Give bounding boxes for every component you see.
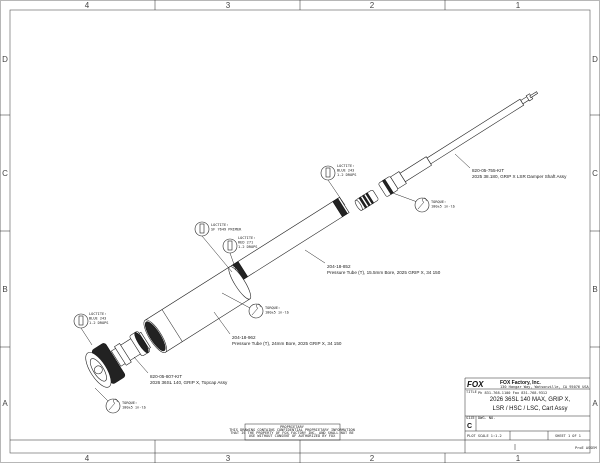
callout-tube-large-desc: Pressure Tube (T), 24mm Bore, 2025 GRIP … — [232, 341, 342, 346]
plot-scale: PLOT SCALE 1:1.2 — [467, 434, 502, 438]
drawing-title-line2: LSR / HSC / LSC, Cart Assy — [492, 406, 567, 412]
loctite-primer-note: LOCTITE:SF 7649 PRIMER — [194, 221, 242, 237]
zone-col-label: 2 — [370, 1, 375, 10]
zone-col-label: 4 — [85, 454, 90, 463]
title-block: FOX FOX Factory, Inc. 130 Hangar Way, Wa… — [10, 377, 597, 453]
size-label: SIZE — [466, 416, 475, 420]
svg-text:TORQUE:100±5 in-lb: TORQUE:100±5 in-lb — [431, 200, 455, 209]
callout-tube-small-desc: Pressure Tube (T), 15.5mm Bore, 2025 GRI… — [327, 270, 441, 275]
topcap-assy — [85, 331, 151, 388]
leader-lines — [80, 153, 471, 404]
callout-topcap-pn: 820-05-807-KIT — [150, 374, 182, 379]
wrench-icon — [105, 398, 121, 414]
svg-text:PROPRIETARY: PROPRIETARY — [280, 425, 305, 429]
zone-col-label: 2 — [370, 454, 375, 463]
pressure-tube-24mm — [143, 266, 252, 353]
damper-shaft-assy — [378, 91, 539, 197]
svg-text:LOCTITE:SF 7649 PRIMER: LOCTITE:SF 7649 PRIMER — [211, 223, 242, 232]
dwg-no-label: DWG. NO. — [478, 416, 495, 420]
zone-col-label: 1 — [516, 454, 521, 463]
callout-shaft-assy-desc: 2025 38.180, GRIP X LSR Damper Shaft Ass… — [472, 174, 567, 179]
svg-text:USE WITHOUT CONSENT OF AUTHORI: USE WITHOUT CONSENT OF AUTHORIZED BY FOX — [249, 434, 336, 438]
title-label: TITLE — [466, 390, 477, 394]
torque-note-2: TORQUE:100±5 in-lb — [248, 303, 289, 319]
zone-col-label: 3 — [226, 454, 231, 463]
zone-col-label: 3 — [226, 1, 231, 10]
torque-note-1: TORQUE:100±5 in-lb — [414, 197, 455, 213]
zone-row-label: A — [592, 399, 598, 408]
wrench-icon — [414, 197, 430, 213]
svg-text:THAT IS THE PROPERTY OF FOX FA: THAT IS THE PROPERTY OF FOX FACTORY INC.… — [230, 431, 353, 435]
sheet-number: SHEET 1 OF 1 — [555, 434, 581, 438]
callout-tube-large-pn: 204-18-962 — [232, 335, 256, 340]
zone-row-label: B — [2, 285, 7, 294]
zone-row-label: B — [592, 285, 597, 294]
exploded-assembly — [85, 91, 539, 388]
zone-col-label: 1 — [516, 1, 521, 10]
fox-logo: FOX — [467, 380, 484, 389]
wrench-icon — [248, 303, 264, 319]
svg-text:TORQUE:100±5 in-lb: TORQUE:100±5 in-lb — [122, 401, 146, 410]
software-label: ProE ASSEM — [575, 446, 597, 450]
svg-text:THIS DRAWING CONTAINS CONFIDEN: THIS DRAWING CONTAINS CONFIDENTIAL PROPR… — [229, 428, 355, 432]
zone-row-label: C — [592, 169, 598, 178]
zone-row-label: A — [2, 399, 8, 408]
zone-row-label: D — [2, 55, 8, 64]
zone-row-label: D — [592, 55, 598, 64]
zone-col-label: 4 — [85, 1, 90, 10]
callout-topcap-desc: 2026 36SL 140, GRIP X, Topcap Assy — [150, 380, 228, 385]
company-name: FOX Factory, Inc. — [500, 380, 541, 386]
callout-tube-small-pn: 204-18-852 — [327, 264, 351, 269]
zone-row-label: C — [2, 169, 8, 178]
drawing-title-line1: 2026 36SL 140 MAX, GRIP X, — [490, 397, 571, 403]
proprietary-notice: PROPRIETARY THIS DRAWING CONTAINS CONFID… — [229, 423, 355, 441]
torque-note-3: TORQUE:100±5 in-lb — [105, 398, 146, 414]
cartridge-valve — [354, 189, 379, 211]
company-phone: Ph 831-768-1100 Fax 831-768-9312 — [478, 391, 547, 395]
callout-shaft-assy-pn: 820-05-755-KIT — [472, 168, 504, 173]
sheet-size: C — [467, 423, 472, 430]
company-address: 130 Hangar Way, Watsonville, CA 95076 US… — [500, 385, 590, 389]
svg-text:TORQUE:100±5 in-lb: TORQUE:100±5 in-lb — [265, 306, 289, 315]
